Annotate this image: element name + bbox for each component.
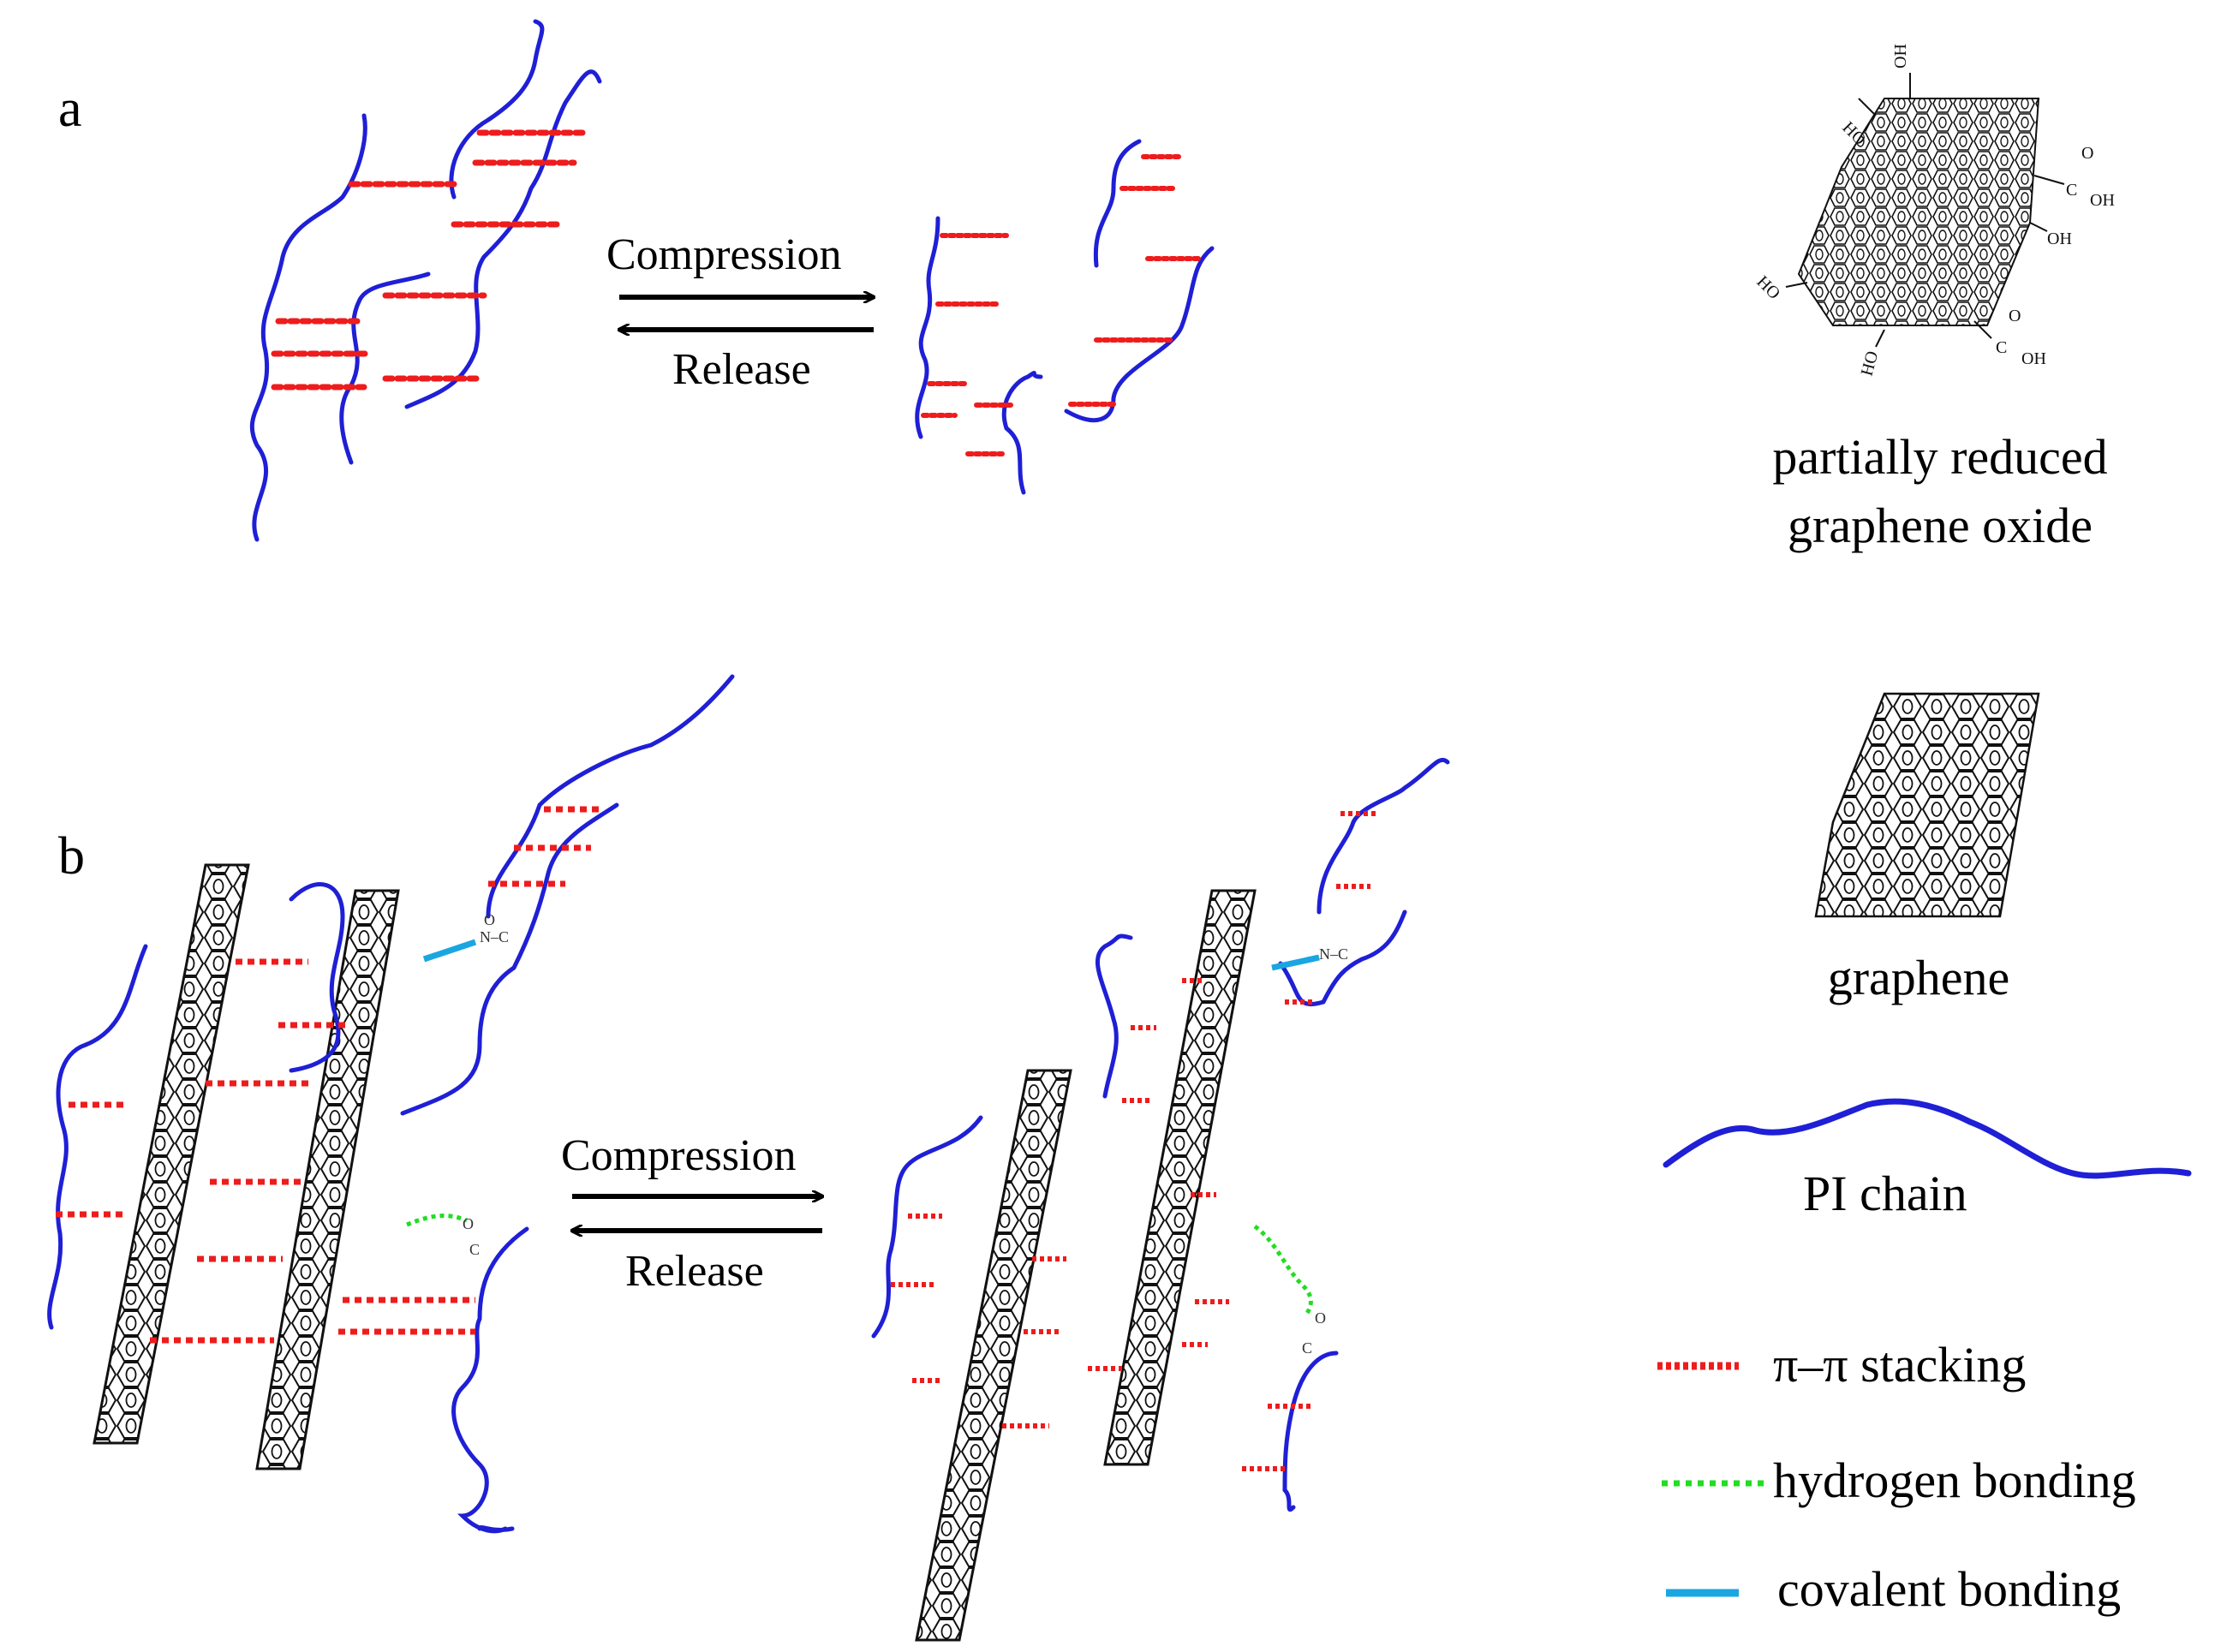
covalent-bond-line (422, 939, 477, 963)
pi-chain (1282, 1351, 1339, 1512)
pi-chain (871, 1115, 983, 1339)
svg-text:O: O (484, 911, 495, 928)
panel-a-compressed-network (915, 139, 1215, 495)
pi-chain (47, 944, 148, 1330)
carboxyl-oxygen-label: O (2081, 144, 2093, 163)
panel-b-relaxed-network: N–C O O C (47, 674, 735, 1534)
panel-a-relaxed-network (249, 19, 602, 542)
carboxyl-oh-label: OH (2090, 191, 2115, 210)
panel-a-reverse-label: Release (672, 345, 811, 394)
pi-stacking-group (56, 806, 604, 1344)
functional-group-linkages: N–C O O C (463, 911, 509, 1258)
legend-pi-stacking-label: π–π stacking (1773, 1337, 2027, 1393)
carboxyl-carbon-label: C (1996, 338, 2007, 357)
hydrogen-bond-line (406, 1214, 468, 1227)
pi-chain (249, 113, 367, 542)
legend-pi-chain-line (1663, 1098, 2192, 1179)
pi-chain (1316, 757, 1450, 915)
panel-b-forward-label: Compression (561, 1131, 797, 1180)
panel-b-letter: b (58, 827, 85, 886)
carboxyl-carbon-label: C (2066, 181, 2077, 200)
svg-text:N–C: N–C (1319, 945, 1348, 963)
pi-chain (1001, 371, 1043, 495)
panel-a-equilibrium-arrows (619, 297, 874, 330)
legend-pi-chain-label: PI chain (1803, 1166, 1967, 1221)
pi-chain (289, 882, 345, 1073)
panel-b-equilibrium-arrows (572, 1196, 822, 1231)
pi-chain (477, 1525, 515, 1532)
pi-chain (339, 271, 431, 465)
legend-hydrogen-bonding-label: hydrogen bonding (1773, 1452, 2136, 1508)
svg-text:O: O (463, 1215, 474, 1232)
pi-chain (486, 674, 735, 919)
pi-chain (449, 19, 545, 200)
pi-stacking-group (891, 811, 1379, 1471)
panel-b-compressed-network: N–C O C (871, 757, 1450, 1642)
functional-group-linkages: N–C O C (1302, 945, 1348, 1357)
graphene-sheet (1103, 889, 1257, 1466)
graphene-sheet (93, 863, 250, 1445)
graphene-sheet (255, 889, 400, 1470)
svg-text:C: C (469, 1241, 480, 1258)
graphene-structure (1814, 692, 2040, 918)
panel-a (249, 19, 1215, 542)
pi-chain (915, 216, 940, 439)
pi-stacking-group (921, 154, 1202, 456)
legend-covalent-bonding-label: covalent bonding (1777, 1561, 2122, 1617)
molecule-panel: HO OH HO HO O C OH O C OH OH (1657, 44, 2192, 1597)
prgo-name-line1: partially reduced (1772, 429, 2108, 485)
panel-a-forward-label: Compression (606, 230, 842, 279)
legend (1657, 1098, 2192, 1597)
hydroxyl-label: HO (1858, 349, 1883, 379)
panel-b: N–C O O C (47, 674, 1450, 1642)
pi-chain (400, 802, 619, 1116)
hydrogen-bond-line (1253, 1224, 1313, 1316)
pi-chain (1093, 139, 1142, 268)
hydroxyl-label: OH (1891, 44, 1910, 69)
pi-chain (404, 69, 602, 409)
pi-chain (1278, 909, 1407, 1007)
pi-chain (451, 1226, 529, 1534)
graphene-name: graphene (1827, 950, 2010, 1005)
pi-stacking-group (271, 129, 586, 391)
hydroxyl-label: OH (2047, 230, 2072, 248)
prgo-structure: HO OH HO HO O C OH O C OH OH (1752, 44, 2114, 378)
carboxyl-oh-label: OH (2021, 349, 2046, 368)
prgo-name-line2: graphene oxide (1788, 498, 2093, 553)
panel-a-letter: a (58, 80, 82, 138)
hydroxyl-label: HO (1752, 272, 1783, 303)
panel-b-reverse-label: Release (625, 1247, 764, 1296)
svg-text:O: O (1315, 1309, 1326, 1327)
carboxyl-oxygen-label: O (2009, 307, 2021, 325)
svg-text:N–C: N–C (480, 928, 509, 945)
pi-chain (1096, 933, 1133, 1099)
graphene-sheet (915, 1069, 1072, 1642)
covalent-bond-line (1271, 954, 1320, 971)
prgo-lattice (1797, 98, 2040, 326)
svg-text:C: C (1302, 1339, 1312, 1357)
pi-chain (1064, 246, 1215, 423)
